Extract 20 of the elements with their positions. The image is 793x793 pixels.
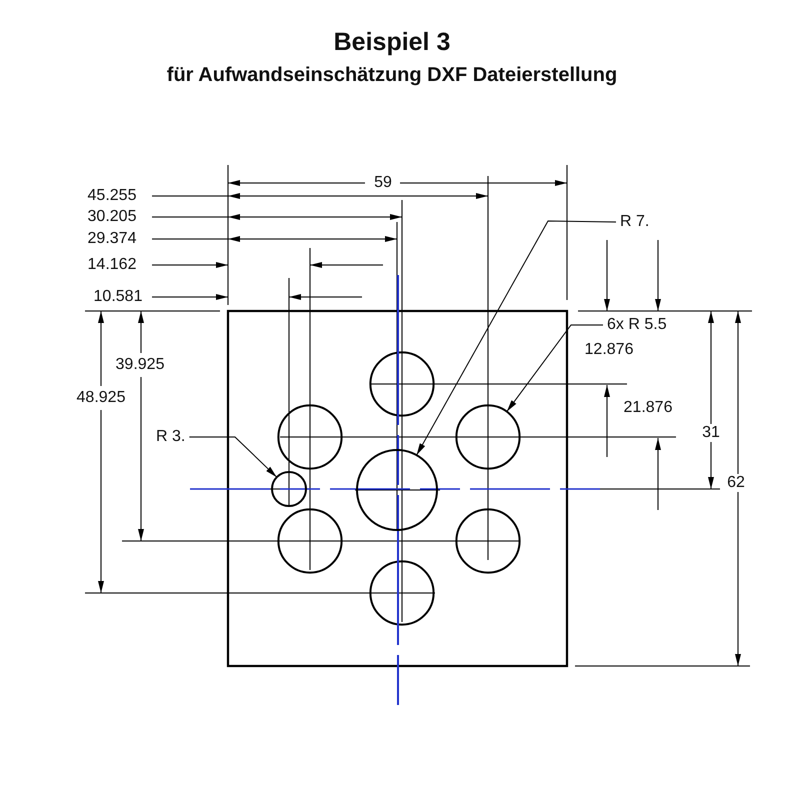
dimension-label: 12.876	[584, 341, 634, 359]
subtitle: für Aufwandseinschätzung DXF Dateierstellung	[166, 63, 618, 87]
leader-line	[506, 324, 604, 412]
radius-label: R 7.	[620, 213, 650, 231]
dimension-label: 21.876	[624, 399, 672, 417]
hole	[356, 449, 438, 531]
dimension-label: 62	[725, 474, 747, 492]
leader-line	[416, 220, 616, 456]
radius-label: R 3.	[156, 428, 186, 446]
dimension-label: 31	[700, 424, 722, 442]
dimension-label: 29.374	[88, 230, 136, 248]
hole	[455, 404, 521, 470]
dimension-label: 45.255	[88, 187, 136, 205]
dimension-label: 30.205	[88, 208, 136, 226]
hole	[271, 471, 307, 507]
title: Beispiel 3	[334, 28, 450, 56]
dimension-label: 10.581	[94, 288, 142, 306]
leader-line	[188, 436, 278, 478]
radius-label: 6x R 5.5	[607, 316, 667, 334]
dimension-label: 14.162	[88, 256, 136, 274]
